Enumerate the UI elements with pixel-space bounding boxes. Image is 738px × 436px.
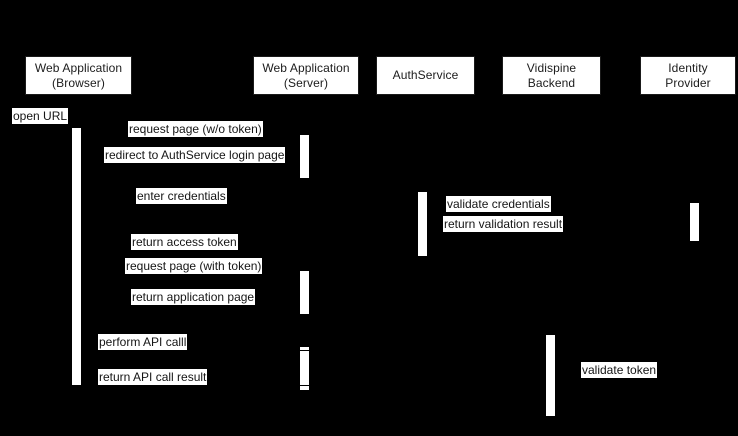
message-label-return-api-call-result: return API call result	[98, 369, 208, 385]
arrow-return-app-page	[81, 305, 300, 306]
lifeline-server	[305, 95, 306, 436]
arrow-enter-credentials	[81, 204, 418, 205]
message-label-perform-api-call: perform API calll	[98, 334, 188, 350]
activation-bar-server-1	[300, 135, 309, 178]
activation-bar-vidispine-backend	[546, 335, 555, 416]
message-label-request-page: request page (w/o token)	[128, 121, 263, 137]
arrow-return-api-result	[81, 385, 546, 386]
participant-box-identity-provider[interactable]: Identity Provider	[640, 56, 736, 95]
activation-bar-authservice	[418, 192, 427, 256]
participant-box-server[interactable]: Web Application (Server)	[253, 56, 359, 95]
arrow-perform-api-call	[81, 350, 546, 351]
lifeline-authservice	[424, 95, 425, 436]
arrow-redirect-login	[81, 164, 300, 165]
message-label-request-page-with-token: request page (with token)	[125, 258, 263, 274]
message-label-validate-credentials: validate credentials	[446, 196, 551, 212]
message-label-redirect-login: redirect to AuthService login page	[104, 147, 286, 163]
participant-box-authservice[interactable]: AuthService	[376, 56, 475, 95]
arrow-request-page	[81, 137, 300, 138]
activation-bar-server-2	[300, 271, 309, 314]
activation-bar-server-3	[300, 347, 309, 390]
message-label-enter-credentials: enter credentials	[136, 188, 227, 204]
message-label-return-access-token: return access token	[131, 234, 238, 250]
arrow-validate-token	[555, 378, 690, 379]
activation-bar-browser	[72, 128, 81, 385]
message-label-return-application-page: return application page	[131, 289, 256, 305]
arrow-open-url	[20, 126, 78, 127]
lifeline-identity-provider	[695, 95, 696, 436]
lifeline-vidispine	[551, 95, 552, 436]
arrow-request-page-token	[81, 274, 300, 275]
arrow-validate-credentials	[427, 212, 690, 213]
message-label-return-validation-result: return validation result	[443, 216, 564, 232]
message-label-validate-token: validate token	[581, 362, 658, 378]
arrow-return-access-token	[81, 250, 418, 251]
participant-box-browser[interactable]: Web Application (Browser)	[25, 56, 132, 95]
participant-box-vidispine-backend[interactable]: Vidispine Backend	[502, 56, 601, 95]
message-label-open-url: open URL	[12, 108, 69, 124]
arrow-return-validation	[427, 232, 690, 233]
activation-bar-identity-provider	[690, 203, 699, 241]
